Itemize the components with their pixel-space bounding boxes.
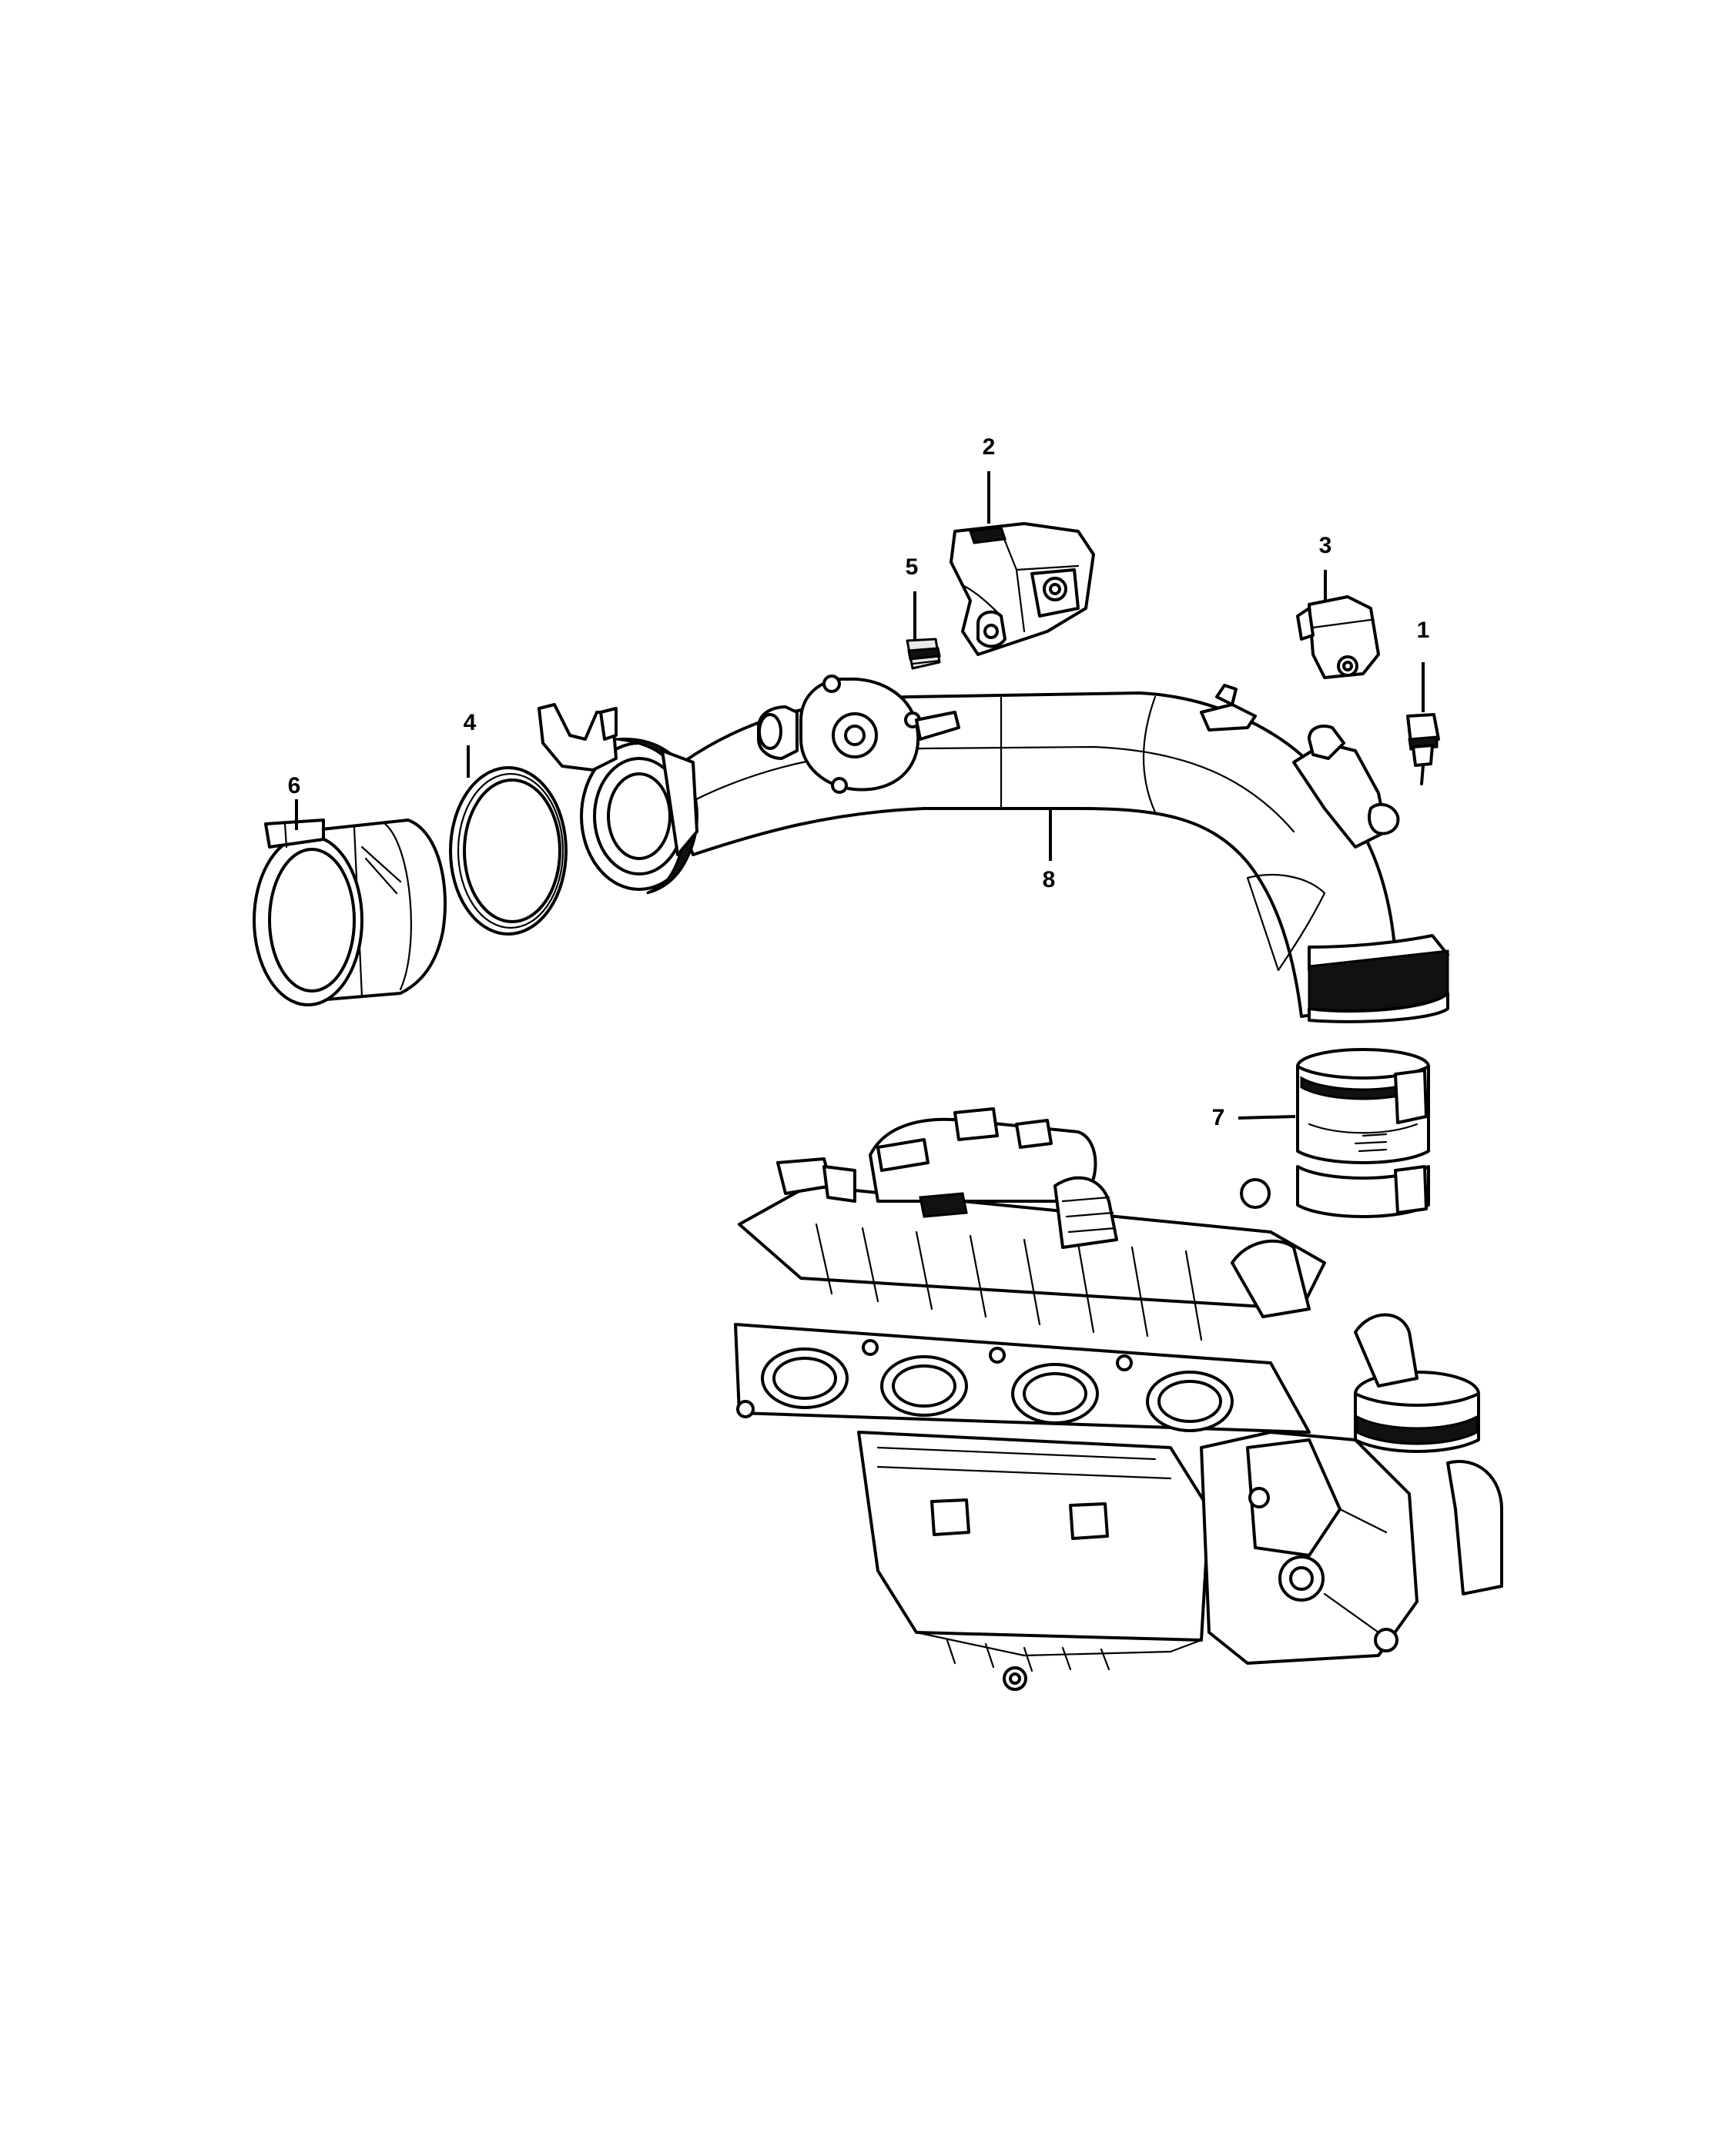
callout-6: 6	[288, 773, 301, 798]
leader-7	[1238, 1115, 1296, 1120]
part-3-sensor[interactable]	[1296, 595, 1380, 679]
callout-3: 3	[1319, 533, 1332, 558]
part-4-seal-ring[interactable]	[449, 766, 568, 936]
callout-1: 1	[1417, 618, 1430, 643]
intake-port-1	[761, 1348, 849, 1409]
part-1-temperature-sensor[interactable]	[1406, 713, 1440, 785]
intake-port-2	[880, 1355, 968, 1417]
intake-port-4	[1146, 1371, 1234, 1432]
part-8-charge-air-tube[interactable]	[538, 675, 1449, 1023]
intake-port-3	[1011, 1363, 1099, 1424]
part-7-coupler[interactable]	[1296, 1048, 1430, 1218]
callout-4: 4	[464, 710, 477, 735]
callout-8: 8	[1043, 867, 1056, 892]
intake-manifold-assembly	[734, 1107, 1503, 1691]
callout-7: 7	[1212, 1105, 1225, 1130]
callout-2: 2	[983, 434, 996, 460]
part-6-hose-coupler[interactable]	[253, 819, 447, 1006]
part-5-grommet[interactable]	[906, 638, 941, 670]
part-2-actuator[interactable]	[950, 522, 1095, 656]
callout-5: 5	[906, 554, 919, 580]
